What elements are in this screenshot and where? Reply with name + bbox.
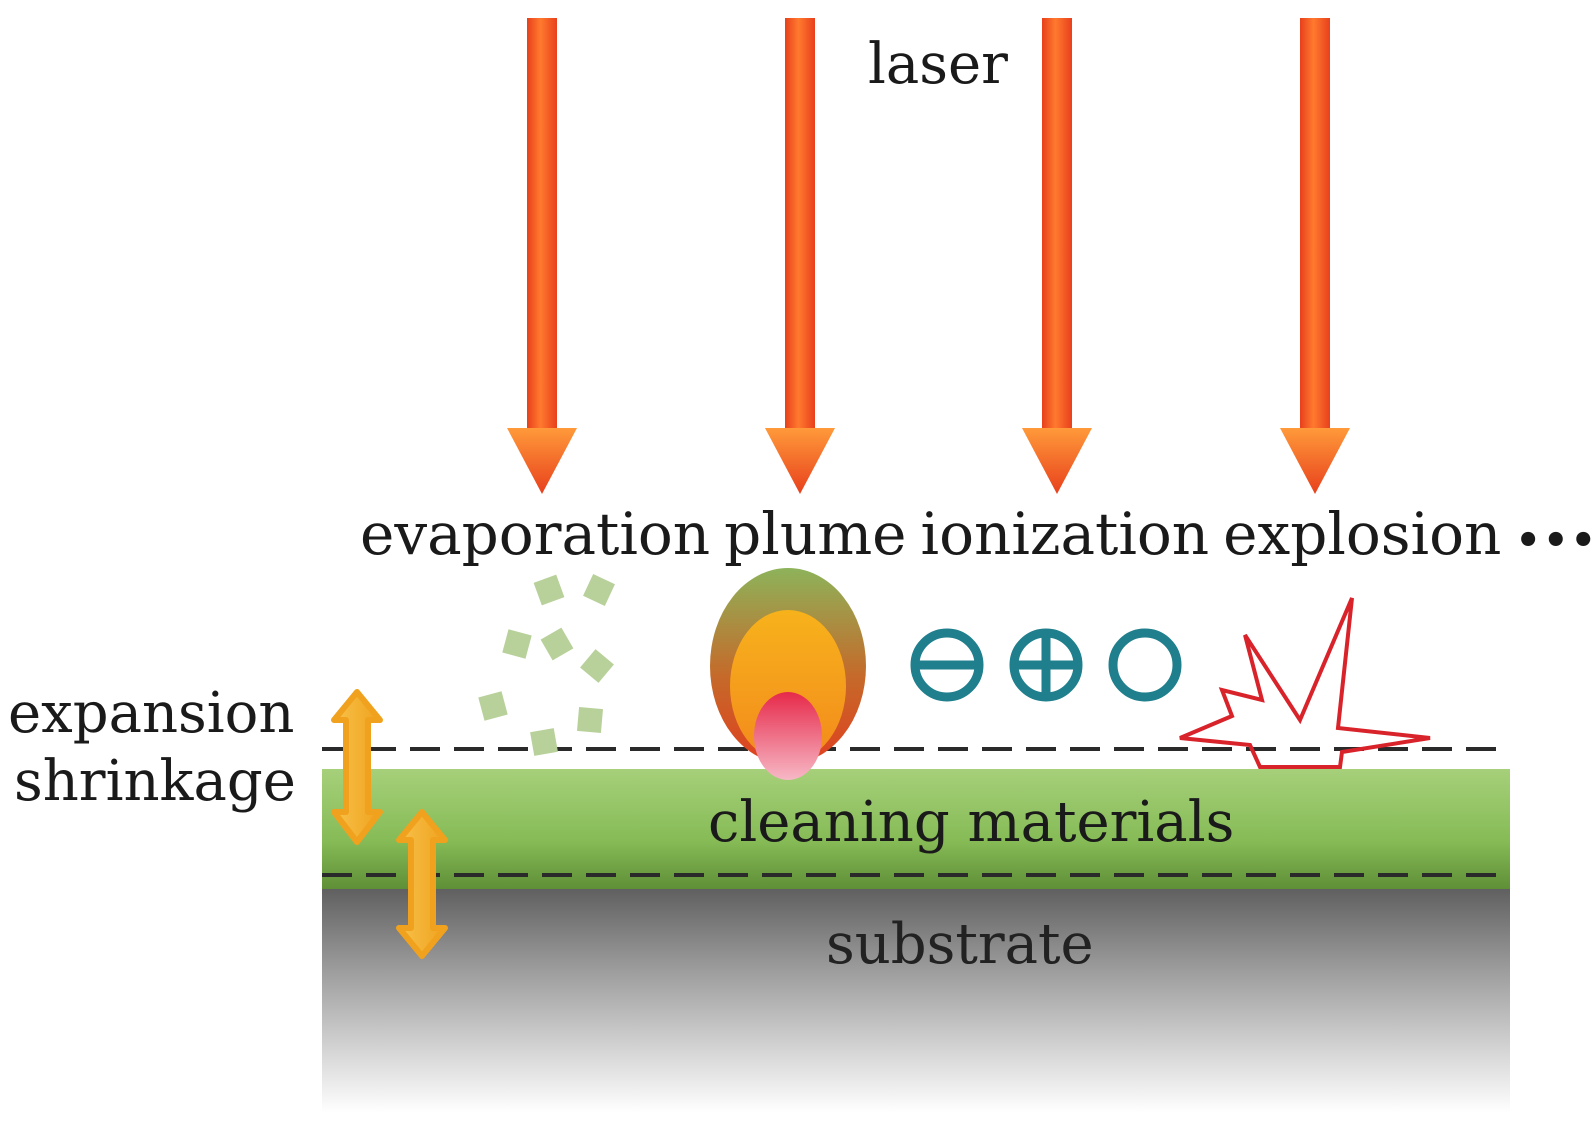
- substrate-label: substrate: [826, 912, 1094, 977]
- positive-ion-icon: [1009, 628, 1083, 702]
- negative-ion-icon: [910, 628, 984, 702]
- neutral-particle-icon: [1108, 628, 1182, 702]
- cleaning-material-layer: [322, 769, 1510, 889]
- evaporation-particles-icon: [478, 574, 615, 756]
- evaporation-label: evaporation: [360, 500, 711, 568]
- laser-arrow-icon: [1280, 18, 1350, 494]
- shrinkage-double-arrow-icon: [396, 809, 448, 959]
- shrinkage-label: shrinkage: [14, 749, 296, 814]
- cleaning-materials-label: cleaning materials: [708, 790, 1235, 855]
- plume-label: plume: [724, 500, 907, 568]
- ionization-label: ionization: [920, 500, 1210, 568]
- expansion-double-arrow-icon: [331, 689, 383, 845]
- ellipsis-label: •••: [1515, 517, 1592, 564]
- laser-arrow-icon: [1022, 18, 1092, 494]
- laser-arrows: [507, 18, 1350, 494]
- substrate-layer: [322, 888, 1510, 1113]
- explosion-icon: [1179, 597, 1431, 769]
- expansion-label: expansion: [8, 681, 295, 746]
- laser-arrow-icon: [507, 18, 577, 494]
- explosion-label: explosion: [1223, 500, 1502, 568]
- plume-icon: [710, 568, 866, 780]
- laser-arrow-icon: [765, 18, 835, 494]
- ionization-icons: [910, 628, 1182, 702]
- laser-label: laser: [868, 32, 1008, 97]
